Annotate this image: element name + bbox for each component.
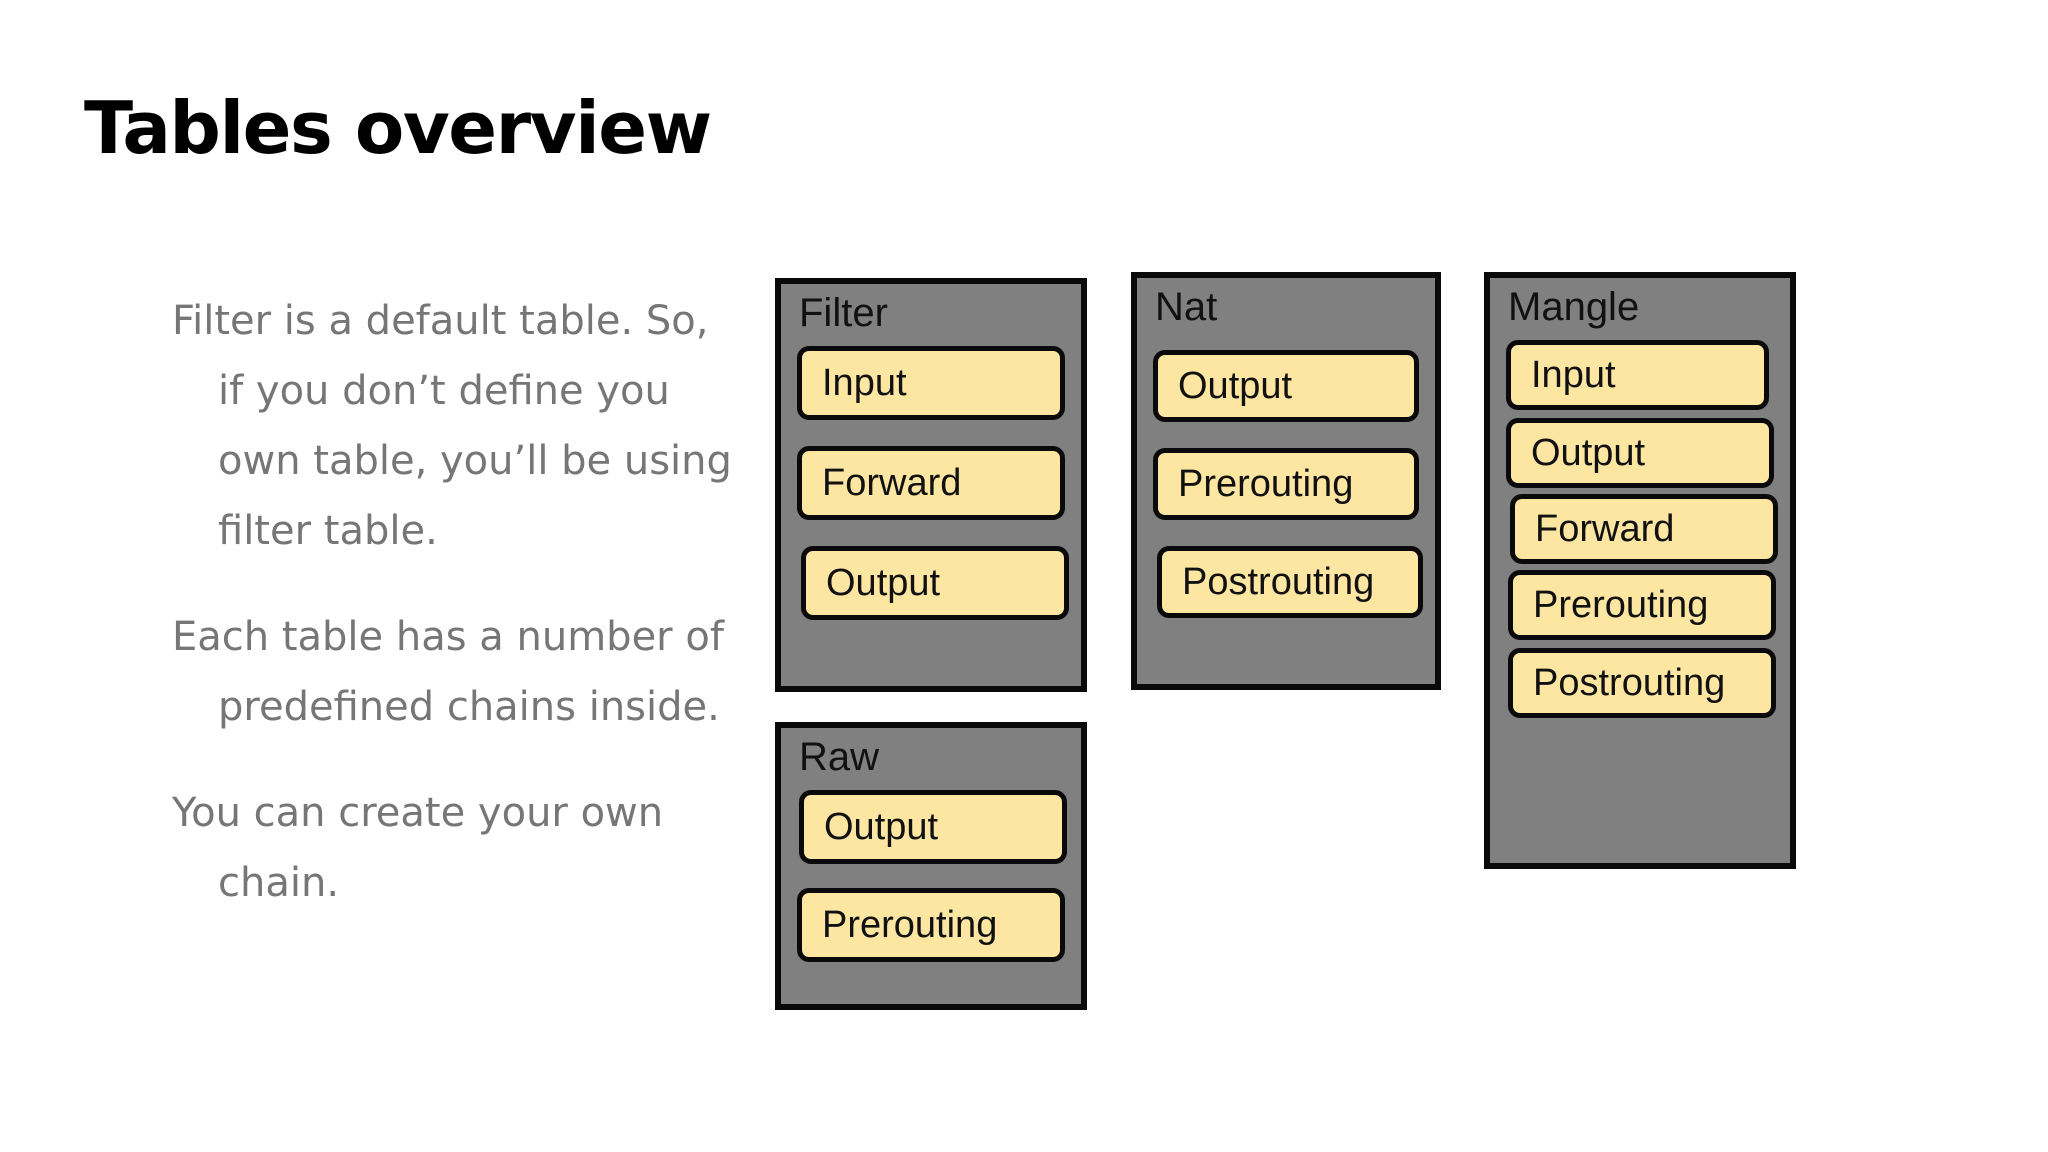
table-card-nat: Nat Output Prerouting Postrouting <box>1131 272 1441 690</box>
chain-list-mangle: Input Output Forward Prerouting Postrout… <box>1506 340 1778 849</box>
chain-box-mangle-input[interactable]: Input <box>1506 340 1769 410</box>
table-card-mangle: Mangle Input Output Forward Prerouting P… <box>1484 272 1796 869</box>
chain-box-mangle-postrouting[interactable]: Postrouting <box>1508 648 1776 718</box>
table-card-raw: Raw Output Prerouting <box>775 722 1087 1010</box>
chain-box-nat-output[interactable]: Output <box>1153 350 1419 422</box>
body-copy: Filter is a default table. So, if you do… <box>172 286 732 918</box>
chain-box-raw-prerouting[interactable]: Prerouting <box>797 888 1065 962</box>
chain-box-filter-input[interactable]: Input <box>797 346 1065 420</box>
table-title-filter: Filter <box>799 291 888 335</box>
chain-list-nat: Output Prerouting Postrouting <box>1153 340 1423 670</box>
chain-box-nat-postrouting[interactable]: Postrouting <box>1157 546 1423 618</box>
chain-list-raw: Output Prerouting <box>797 790 1067 990</box>
chain-box-mangle-prerouting[interactable]: Prerouting <box>1508 570 1776 640</box>
body-paragraph-2: Each table has a number of predefined ch… <box>172 614 737 730</box>
body-paragraph-1: Filter is a default table. So, if you do… <box>172 298 745 554</box>
chain-box-filter-output[interactable]: Output <box>801 546 1069 620</box>
table-title-raw: Raw <box>799 735 880 779</box>
table-card-filter: Filter Input Forward Output <box>775 278 1087 692</box>
chain-box-raw-output[interactable]: Output <box>799 790 1067 864</box>
chain-box-nat-prerouting[interactable]: Prerouting <box>1153 448 1419 520</box>
chain-box-filter-forward[interactable]: Forward <box>797 446 1065 520</box>
page-title: Tables overview <box>84 86 712 170</box>
table-title-nat: Nat <box>1155 285 1218 329</box>
body-paragraph-3: You can create your own chain. <box>172 790 676 906</box>
chain-box-mangle-forward[interactable]: Forward <box>1510 494 1778 564</box>
chain-box-mangle-output[interactable]: Output <box>1506 418 1774 488</box>
table-title-mangle: Mangle <box>1508 285 1640 329</box>
chain-list-filter: Input Forward Output <box>797 346 1069 672</box>
